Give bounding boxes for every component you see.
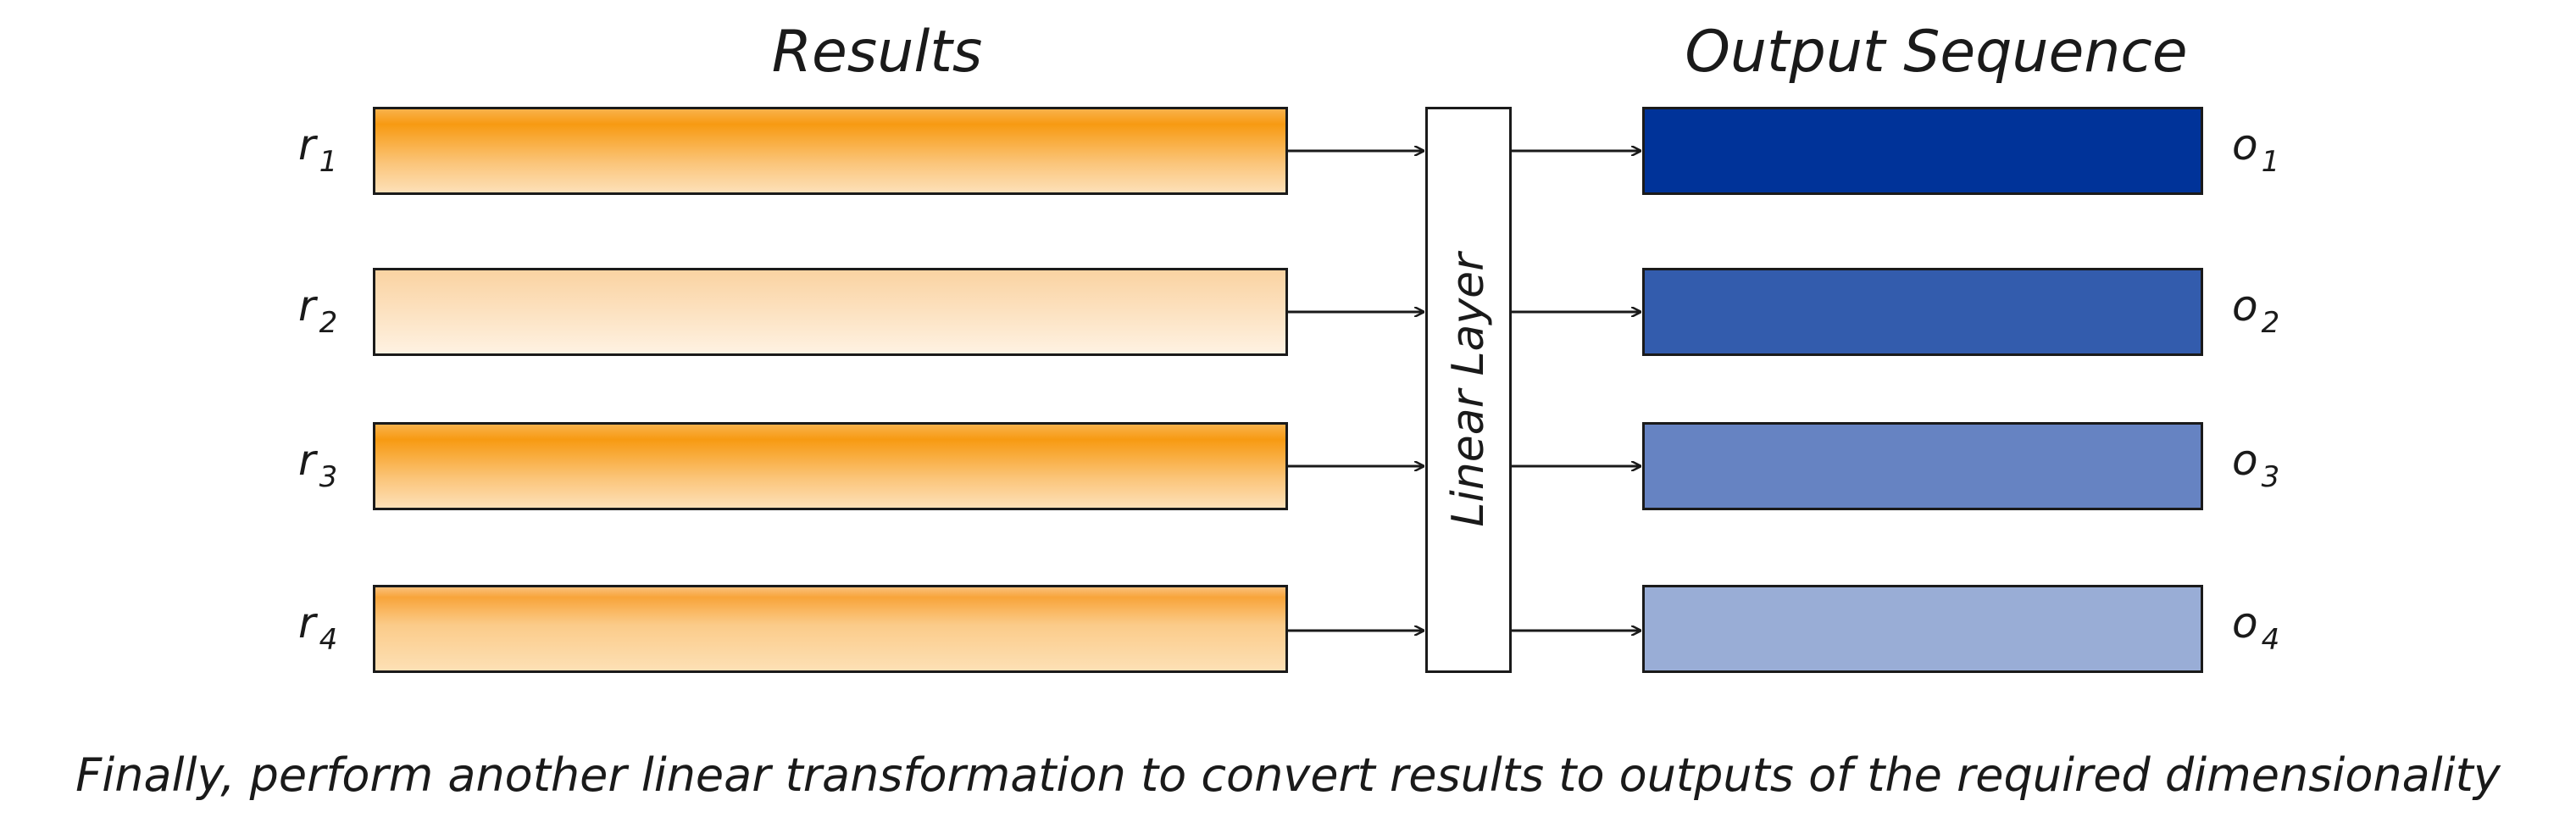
output-bar-o1	[1642, 107, 2203, 195]
result-bar-r1	[373, 107, 1288, 195]
result-bar-r2	[373, 268, 1288, 356]
result-bar-r3	[373, 422, 1288, 510]
output-bar-o2	[1642, 268, 2203, 356]
output-bar-o3	[1642, 422, 2203, 510]
result-bar-r4	[373, 585, 1288, 673]
header-results: Results	[771, 19, 983, 86]
linear-layer-box: Linear Layer	[1425, 107, 1512, 673]
output-bar-o4	[1642, 585, 2203, 673]
header-output-sequence: Output Sequence	[1685, 19, 2188, 86]
caption: Finally, perform another linear transfor…	[75, 748, 2501, 802]
linear-layer-label: Linear Layer	[1443, 253, 1494, 527]
